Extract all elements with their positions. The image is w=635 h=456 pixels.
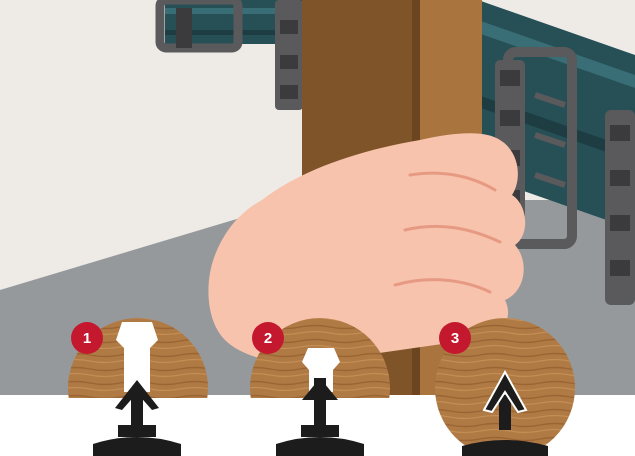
step-number: 1 [83, 330, 91, 347]
step-number: 2 [264, 330, 272, 347]
step-number: 3 [451, 330, 459, 347]
